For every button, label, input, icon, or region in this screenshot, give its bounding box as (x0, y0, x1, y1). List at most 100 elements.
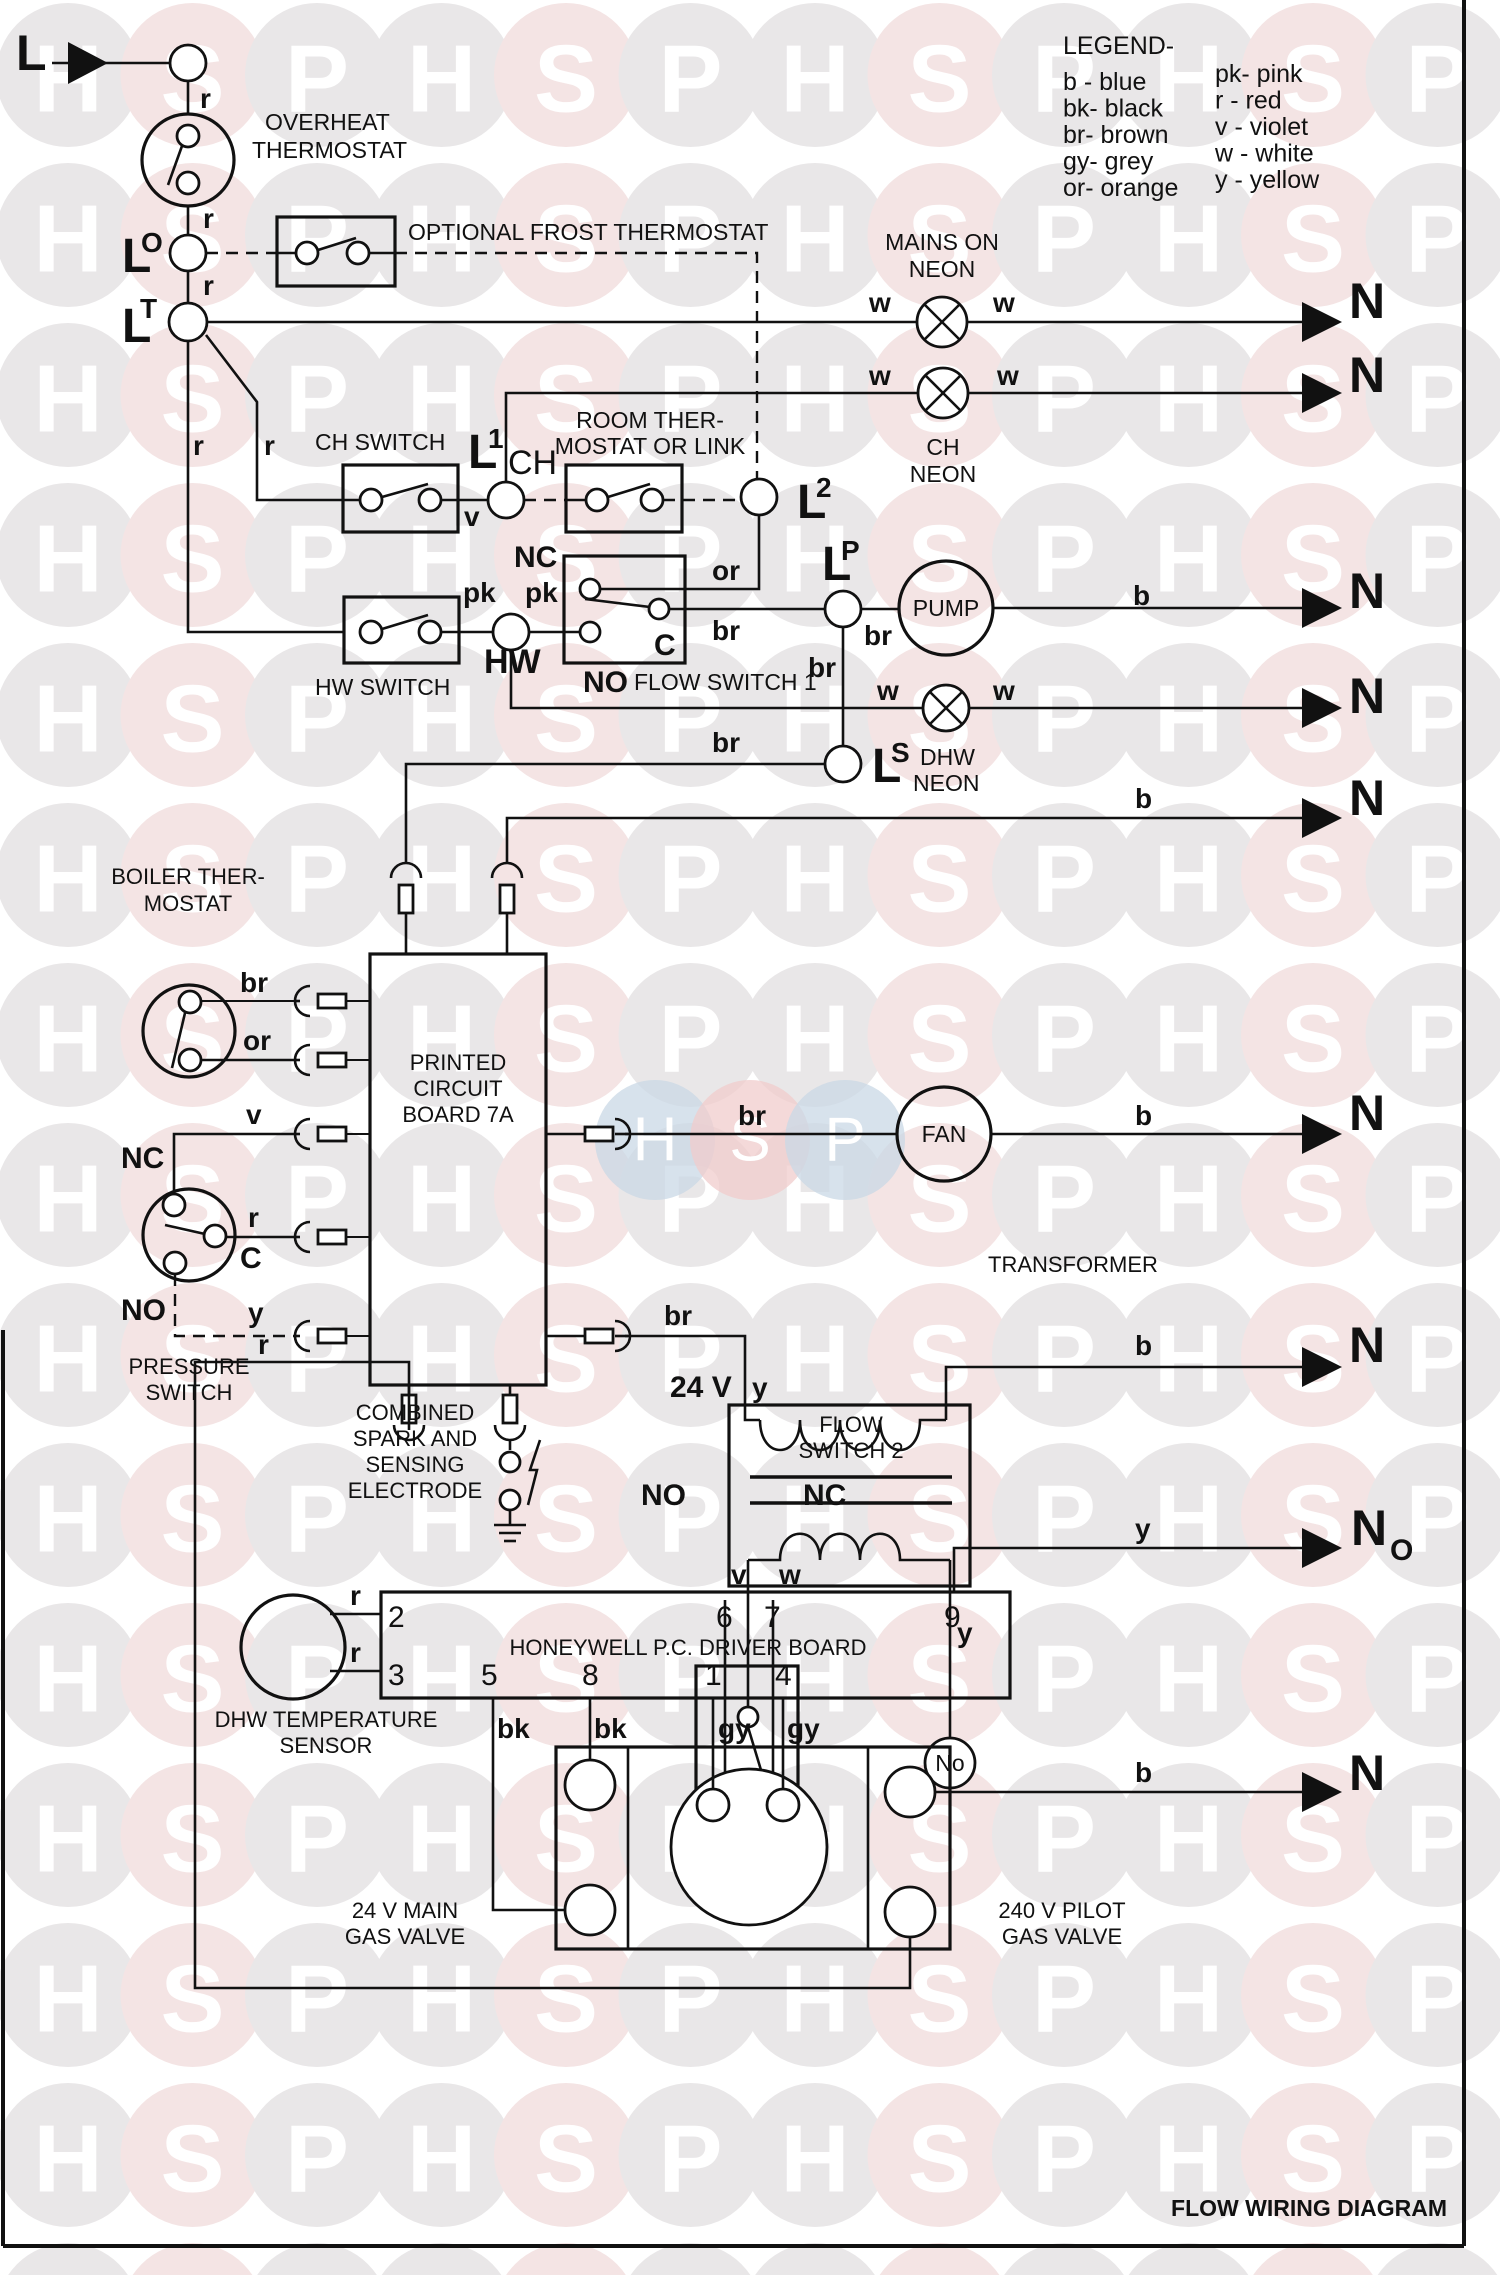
watermark-circle (992, 483, 1136, 627)
watermark-circle (257, 2243, 377, 2275)
watermark-circle (743, 1923, 887, 2067)
watermark-letter: S (160, 2266, 224, 2275)
wire-label: w (778, 1559, 801, 1590)
dhw-temperature-sensor: r r DHW TEMPERATURE SENSOR (215, 1580, 438, 1758)
neutral-o-sub: O (1390, 1534, 1413, 1567)
watermark-circle (1490, 1158, 1500, 1232)
watermark-circle (1365, 163, 1500, 307)
watermark-letter: P (658, 1306, 722, 1413)
watermark-letter: S (907, 1146, 971, 1253)
wire-label: r (264, 430, 275, 461)
watermark-letter: H (33, 986, 102, 1093)
pressure-switch-c-label: C (240, 1242, 262, 1275)
watermark-circle (618, 2083, 763, 2227)
watermark-circle (743, 1443, 887, 1587)
frost-thermostat: OPTIONAL FROST THERMOSTAT (206, 215, 768, 480)
pin-3: 3 (388, 1659, 405, 1692)
watermark-circle (743, 163, 887, 307)
watermark-circle (245, 1603, 389, 1747)
overheat-thermostat-label-2: THERMOSTAT (252, 137, 407, 163)
watermark-letter: S (1281, 986, 1345, 1093)
watermark-letter: S (534, 186, 598, 293)
driver-board-box (379, 1590, 1012, 1700)
ch-neon-circuit: w CH NEON w N (504, 347, 1385, 487)
neutral-label: N (1349, 563, 1385, 619)
watermark-circle (867, 163, 1012, 307)
watermark-letter: S (1281, 1946, 1345, 2053)
legend-entry: y - yellow (1215, 166, 1320, 194)
watermark-letter: S (907, 26, 971, 133)
watermark-circle (0, 803, 140, 947)
watermark-letter: H (1154, 1466, 1223, 1573)
flow-switch-2-label-2: SWITCH 2 (798, 1438, 903, 1463)
wire-label: y (1135, 1513, 1151, 1544)
pcb-neutral-circuit: b N (505, 770, 1385, 850)
watermark-letter: S (534, 1626, 598, 1733)
watermark-circle (867, 1283, 1012, 1427)
wire-label: y (957, 1617, 973, 1648)
watermark-letter: H (407, 666, 476, 773)
watermark-letter: P (285, 666, 349, 773)
watermark-circle (1365, 1923, 1500, 2067)
watermark-letter: P (285, 26, 349, 133)
watermark-circle (618, 1603, 763, 1747)
dhw-neon-label: DHW (920, 744, 975, 770)
hw-switch-box (342, 595, 461, 665)
watermark-letter: S (534, 1466, 598, 1573)
watermark-circle (992, 963, 1136, 1107)
watermark-circle (1241, 803, 1385, 947)
watermark-letter: S (907, 506, 971, 613)
watermark-circle (0, 963, 140, 1107)
mains-neon-label-2: NEON (909, 256, 975, 282)
watermark-circle (1116, 483, 1261, 627)
watermark-circle (1116, 963, 1261, 1107)
dhw-neon-circuit: w w N L S DHW NEON br (404, 650, 1385, 850)
ch-neon-label: CH (926, 434, 959, 460)
wire-label: br (712, 727, 740, 758)
terminal-lo-sup: O (141, 227, 163, 258)
neutral-arrow-icon (1302, 1772, 1342, 1812)
wire-label: br (738, 1100, 766, 1131)
watermark-circle (120, 1123, 265, 1267)
watermark-circle (120, 483, 265, 627)
watermark-letter: H (407, 1786, 476, 1893)
transformer: br b N TRANSFORMER y No (625, 1252, 1385, 1790)
center-logo-watermark: H S P (595, 1080, 905, 1200)
watermark-circle (1241, 1123, 1385, 1267)
watermark-letter: H (780, 346, 849, 453)
mains-neon-circuit: w MAINS ON NEON w N (207, 229, 1385, 349)
watermark-letter: P (285, 1466, 349, 1573)
watermark-letter: S (1281, 1146, 1345, 1253)
watermark-letter: S (1281, 2266, 1345, 2275)
terminal-lp-label: L (822, 538, 851, 591)
watermark-circle (992, 803, 1136, 947)
neutral-arrow-icon (1302, 798, 1342, 838)
watermark-circle (120, 1283, 265, 1427)
diagram-title: FLOW WIRING DIAGRAM (1171, 2195, 1447, 2221)
watermark-letter: S (160, 1306, 224, 1413)
watermark-circle (1116, 323, 1261, 467)
neutral-label: N (1349, 668, 1385, 724)
watermark-letter: P (1032, 186, 1096, 293)
neutral-label: N (1349, 1085, 1385, 1141)
flow-switch-2-nc-label: NC (803, 1479, 846, 1512)
watermark-letter: P (1405, 1946, 1469, 2053)
watermark-letter: H (1154, 826, 1223, 933)
pressure-switch-no-label: NO (121, 1294, 166, 1327)
watermark-circle (0, 163, 140, 307)
watermark-circle (1241, 163, 1385, 307)
wire-label: pk (525, 577, 558, 608)
watermark-letter: P (285, 186, 349, 293)
wire-label: v (464, 501, 480, 532)
watermark-letter: S (1281, 826, 1345, 933)
watermark-letter: P (658, 986, 722, 1093)
watermark-circle (1365, 1443, 1500, 1587)
watermark-circle (743, 2083, 887, 2227)
watermark-circle (506, 2243, 626, 2275)
pin-1: 1 (705, 1659, 722, 1692)
watermark-circle (1490, 998, 1500, 1072)
watermark-circle (867, 1923, 1012, 2067)
logo-letter-p: P (824, 1106, 865, 1175)
wire-label: bk (594, 1713, 627, 1744)
